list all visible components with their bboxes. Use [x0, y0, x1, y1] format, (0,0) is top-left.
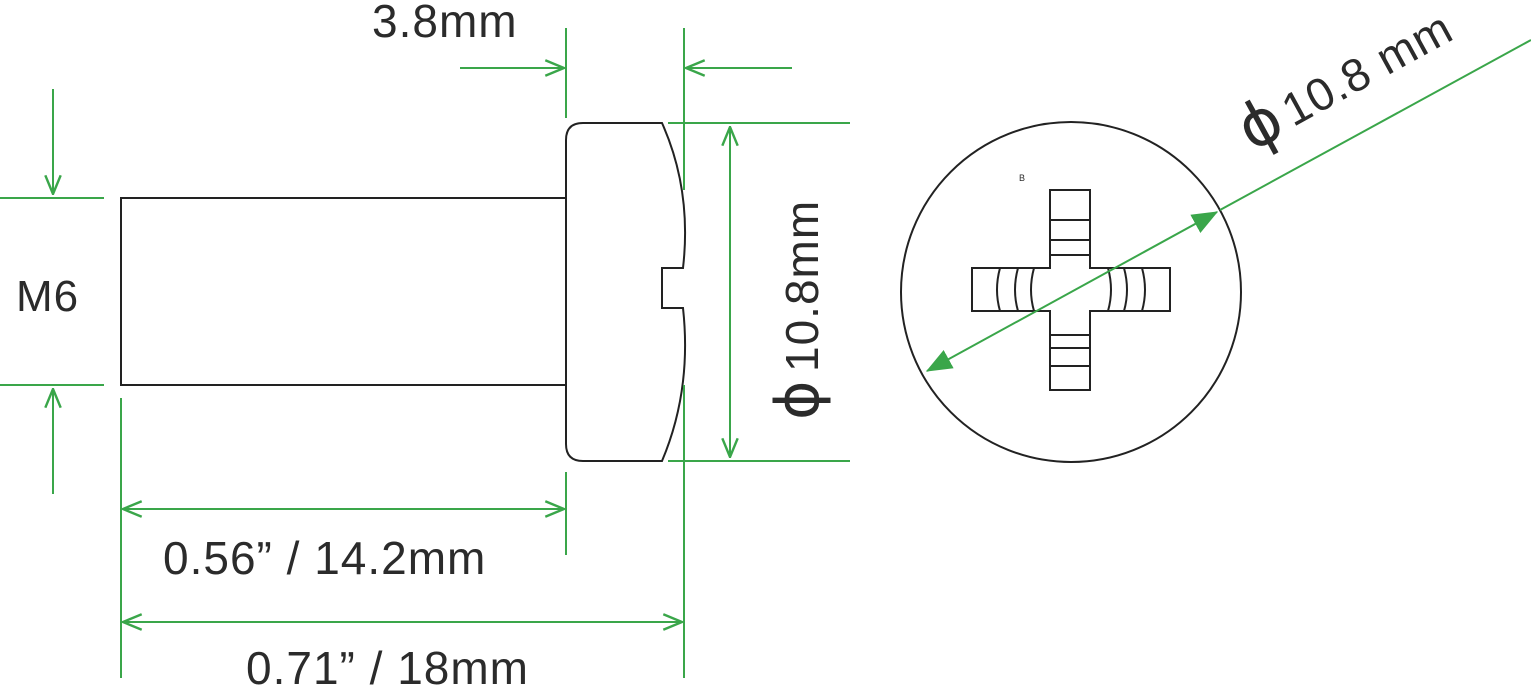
- top-diameter-arrow: [925, 211, 1219, 372]
- screw-head: [565, 122, 687, 462]
- head-diameter-side-label: ϕ 10.8mm: [763, 200, 833, 420]
- side-view-dimensions: [0, 28, 850, 678]
- head-diameter-top-label: ϕ 10.8 mm: [1224, 1, 1461, 165]
- phillips-cross-icon: [971, 189, 1171, 391]
- screw-shank: [120, 197, 565, 386]
- shank-length-label: 0.56” / 14.2mm: [163, 532, 486, 584]
- head-diameter-side-value: 10.8mm: [776, 200, 828, 372]
- screw-side-view: [120, 122, 687, 462]
- head-mark: B: [1019, 173, 1025, 183]
- thread-size-label: M6: [16, 272, 79, 321]
- screw-head-circle: [900, 121, 1242, 463]
- head-diameter-top-value: 10.8 mm: [1273, 1, 1461, 136]
- top-diameter-leader: [1219, 39, 1531, 211]
- diameter-symbol: ϕ: [763, 380, 833, 420]
- total-length-label: 0.71” / 18mm: [246, 642, 529, 687]
- screw-top-view: B ϕ 10.8 mm: [900, 1, 1531, 463]
- head-height-label: 3.8mm: [372, 0, 518, 47]
